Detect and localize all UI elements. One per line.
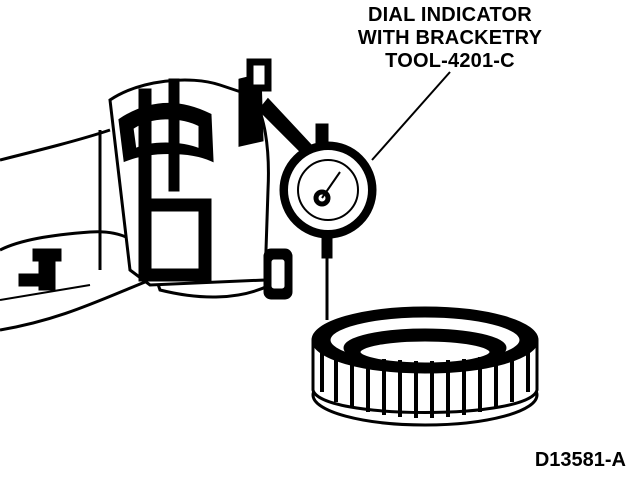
dial-indicator-callout: DIAL INDICATOR WITH BRACKETRY TOOL-4201-… <box>300 4 600 73</box>
dial-indicator <box>279 123 377 320</box>
clutch-drum <box>311 306 539 427</box>
bracket-post <box>138 88 152 212</box>
case-pin-head <box>32 248 62 262</box>
callout-leader <box>371 71 451 161</box>
case-bolt <box>18 273 42 287</box>
callout-line-3: TOOL-4201-C <box>385 50 515 72</box>
transmission-case <box>0 128 271 332</box>
bracket-body <box>108 58 272 287</box>
dial-stem <box>321 235 333 259</box>
callout-line-1: DIAL INDICATOR <box>368 4 532 26</box>
figure-id: D13581-A <box>534 449 626 471</box>
bracket-arm <box>257 97 313 300</box>
callout-line-2: WITH BRACKETRY <box>357 27 543 49</box>
